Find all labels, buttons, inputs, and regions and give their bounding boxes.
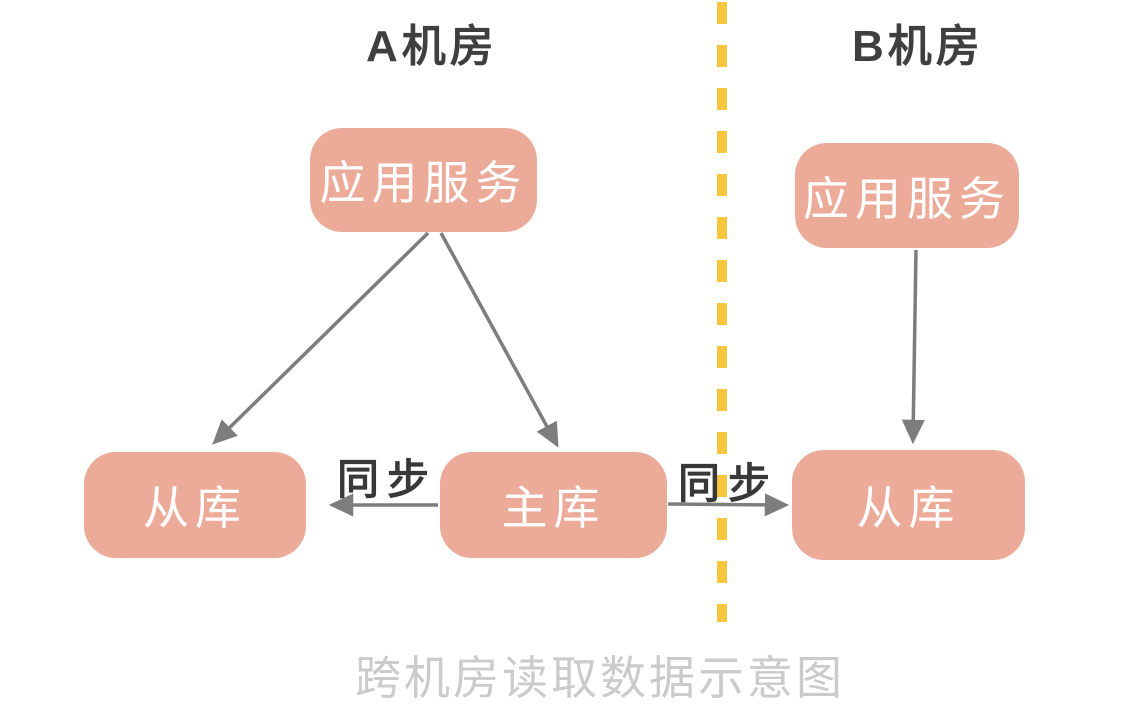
datacenter-divider-dashed-line [717, 2, 727, 622]
zone-label-b: B机房 [852, 22, 984, 71]
node-a-master-db-label: 主库 [501, 482, 606, 534]
node-a-application-service-label: 应用服务 [319, 157, 528, 209]
sync-label-left: 同步 [337, 456, 438, 503]
arrow-b-app-to-b-slave [901, 249, 925, 445]
zone-label-a: A机房 [366, 22, 498, 71]
node-a-application-service: 应用服务 [310, 128, 537, 232]
node-b-slave-db: 从库 [792, 450, 1025, 560]
node-b-application-service: 应用服务 [795, 143, 1019, 248]
node-a-slave-db: 从库 [84, 452, 306, 558]
node-b-slave-db-label: 从库 [856, 482, 961, 534]
node-a-master-db: 主库 [440, 452, 667, 558]
diagram-caption: 跨机房读取数据示意图 [355, 652, 845, 704]
arrow-a-app-to-a-slave [212, 231, 430, 445]
arrow-a-app-to-a-master [439, 232, 559, 448]
sync-label-right: 同步 [678, 460, 779, 507]
node-b-application-service-label: 应用服务 [803, 172, 1011, 225]
node-a-slave-db-label: 从库 [143, 482, 247, 534]
